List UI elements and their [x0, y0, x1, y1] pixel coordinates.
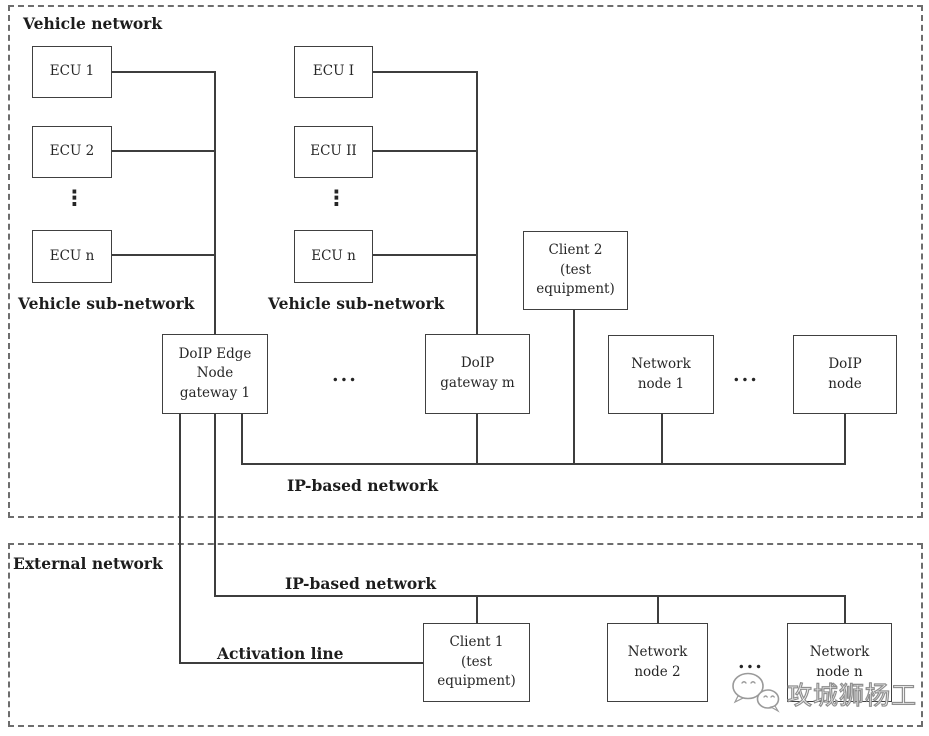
bus-left-subnetwork: [214, 71, 216, 334]
node-ecu-n-left: ECU n: [32, 230, 112, 283]
vertical-ellipsis-left: ⋮: [64, 186, 85, 210]
node-network-node-1: Network node 1: [608, 335, 714, 414]
vehicle-network-region: [8, 5, 923, 518]
watermark-text: 攻城狮杨工: [786, 680, 918, 710]
label-vehicle-subnetwork-mid: Vehicle sub-network: [268, 294, 445, 313]
label-ip-based-network-vehicle: IP-based network: [287, 476, 439, 495]
external-network-title: External network: [13, 554, 163, 573]
connector-ecuII-bus: [373, 150, 477, 152]
vertical-ellipsis-mid: ⋮: [326, 186, 347, 210]
node-network-node-2: Network node 2: [607, 623, 708, 702]
drop-gateway1-ipbus: [241, 414, 243, 465]
node-doip-node: DoIP node: [793, 335, 897, 414]
node-doip-gateway-m: DoIP gateway m: [425, 334, 530, 414]
drop-client1-externalbus: [476, 595, 478, 623]
ellipsis-external-row: ...: [738, 651, 764, 673]
node-client-1: Client 1 (test equipment): [423, 623, 530, 702]
connector-ecu1-bus: [112, 71, 215, 73]
activation-line-vertical: [179, 414, 181, 664]
ellipsis-nodes-row: ...: [733, 364, 759, 386]
ellipsis-gateways-row: ...: [332, 364, 358, 386]
drop-networknoden-externalbus: [844, 595, 846, 623]
node-doip-edge-node-gateway-1: DoIP Edge Node gateway 1: [162, 334, 268, 414]
connector-ecuI-bus: [373, 71, 477, 73]
label-ip-based-network-external: IP-based network: [285, 574, 437, 593]
node-ecu-n-mid: ECU n: [294, 230, 373, 283]
connector-ecu2-bus: [112, 150, 215, 152]
connector-ecun-mid-bus: [373, 254, 477, 256]
label-vehicle-subnetwork-left: Vehicle sub-network: [18, 294, 195, 313]
node-ecu-i: ECU I: [294, 46, 373, 98]
drop-networknode1-ipbus: [661, 414, 663, 465]
watermark: 攻城狮杨工: [729, 671, 917, 717]
drop-gateway1-external-bus: [214, 414, 216, 597]
connector-ecun-left-bus: [112, 254, 215, 256]
bus-mid-subnetwork: [476, 71, 478, 334]
activation-line-horizontal: [179, 662, 423, 664]
bus-ip-external: [214, 595, 846, 597]
drop-gatewaym-ipbus: [476, 414, 478, 465]
vehicle-network-title: Vehicle network: [23, 14, 163, 33]
wechat-logo-icon: [729, 671, 783, 717]
external-network-region: [8, 543, 923, 727]
drop-networknode2-externalbus: [657, 595, 659, 623]
node-ecu-ii: ECU II: [294, 126, 373, 178]
bus-ip-vehicle: [242, 463, 846, 465]
drop-client2-ipbus: [573, 310, 575, 465]
node-network-node-n: Network node n: [787, 623, 892, 702]
node-ecu-1: ECU 1: [32, 46, 112, 98]
node-client-2: Client 2 (test equipment): [523, 231, 628, 310]
label-activation-line: Activation line: [217, 644, 344, 663]
drop-doipnode-ipbus: [844, 414, 846, 465]
node-ecu-2: ECU 2: [32, 126, 112, 178]
